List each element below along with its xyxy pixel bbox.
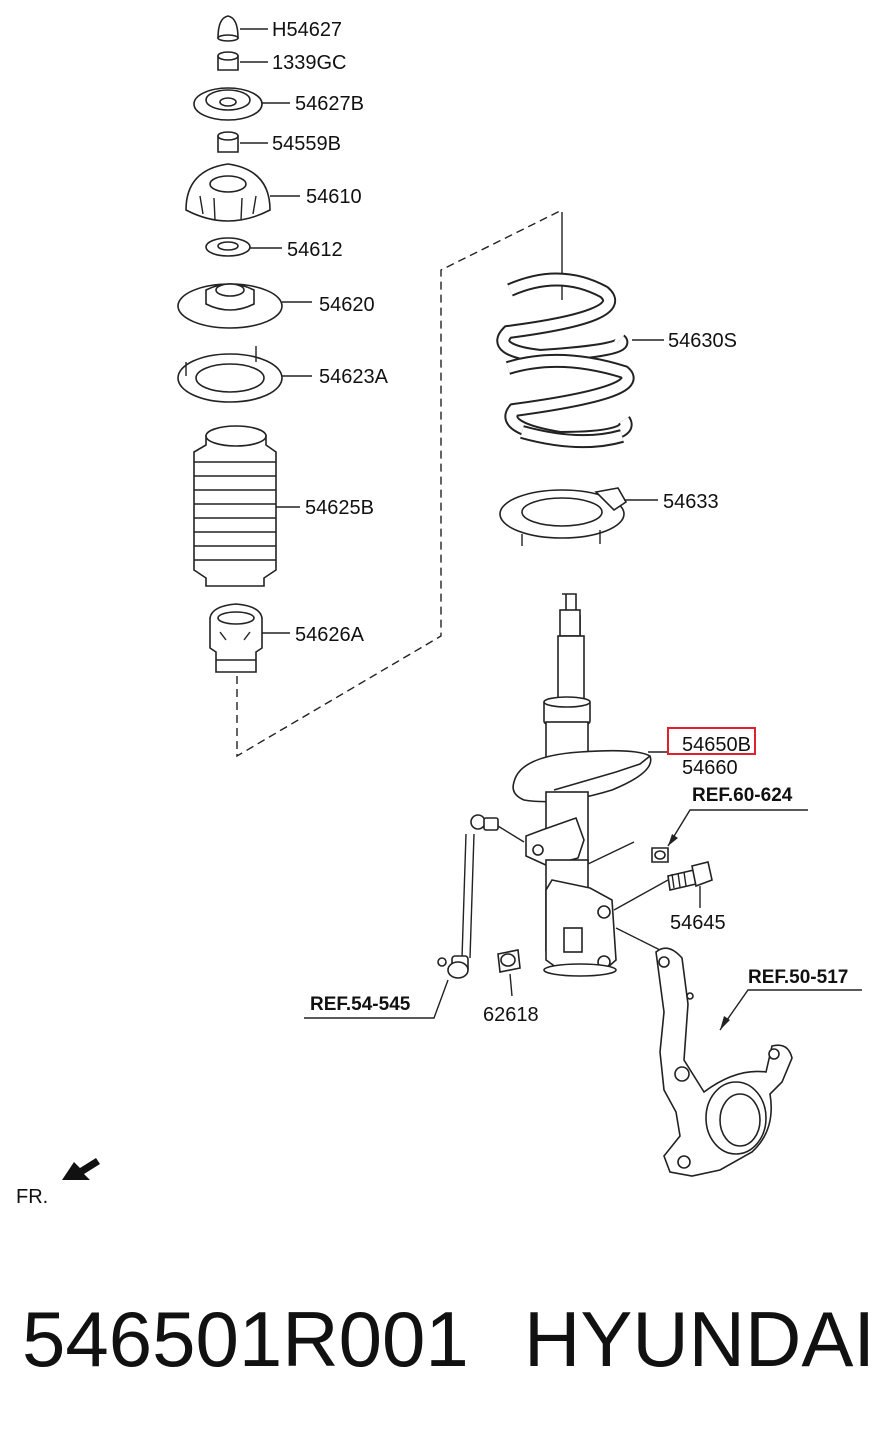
label-1339gc: 1339GC xyxy=(272,52,347,74)
label-54625b: 54625B xyxy=(305,497,374,519)
part-54612-drawing xyxy=(205,237,282,257)
label-54650b: 54650B xyxy=(682,734,751,756)
part-ref60624-nut-drawing xyxy=(651,809,808,863)
label-ref-50-517: REF.50-517 xyxy=(748,967,848,988)
part-54630s-drawing xyxy=(496,212,664,449)
label-54623a: 54623A xyxy=(319,366,389,388)
label-54645: 54645 xyxy=(670,912,726,934)
part-54633-drawing xyxy=(499,487,658,546)
label-54630s: 54630S xyxy=(668,330,737,352)
highlight-box-54650b xyxy=(667,727,756,755)
part-54620-drawing xyxy=(177,283,312,329)
part-1339gc-drawing xyxy=(217,51,268,71)
label-ref-60-624: REF.60-624 xyxy=(692,785,793,806)
part-h54627-drawing xyxy=(217,15,268,42)
label-54660: 54660 xyxy=(682,757,738,779)
label-54633: 54633 xyxy=(663,491,719,513)
label-54627b: 54627B xyxy=(295,93,364,115)
label-62618: 62618 xyxy=(483,1004,539,1026)
label-54626a: 54626A xyxy=(295,624,365,646)
part-ref54545-link-drawing xyxy=(304,814,525,1019)
part-54623a-drawing xyxy=(177,346,312,403)
part-54627b-drawing xyxy=(193,87,290,121)
label-54610: 54610 xyxy=(306,186,362,208)
label-54559b: 54559B xyxy=(272,133,341,155)
part-ref50517-knuckle-drawing xyxy=(655,947,862,1177)
front-direction-arrow-icon xyxy=(62,1158,100,1180)
assembly-dashed-line xyxy=(236,209,563,758)
brand-name: HYUNDAI xyxy=(524,1295,876,1383)
part-62618-drawing xyxy=(497,949,521,997)
label-ref-54-545: REF.54-545 xyxy=(310,994,411,1015)
label-h54627: H54627 xyxy=(272,19,342,41)
part-54625b-drawing xyxy=(193,425,300,587)
part-number-title: 546501R001 xyxy=(22,1295,469,1383)
part-54559b-drawing xyxy=(217,131,268,153)
part-54645-bolt-drawing xyxy=(667,861,713,908)
front-direction-label: FR. xyxy=(16,1186,48,1208)
part-54650b-drawing xyxy=(512,593,668,977)
label-54612: 54612 xyxy=(287,239,343,261)
label-54620: 54620 xyxy=(319,294,375,316)
part-54610-drawing xyxy=(185,163,300,222)
part-54626a-drawing xyxy=(209,603,290,673)
